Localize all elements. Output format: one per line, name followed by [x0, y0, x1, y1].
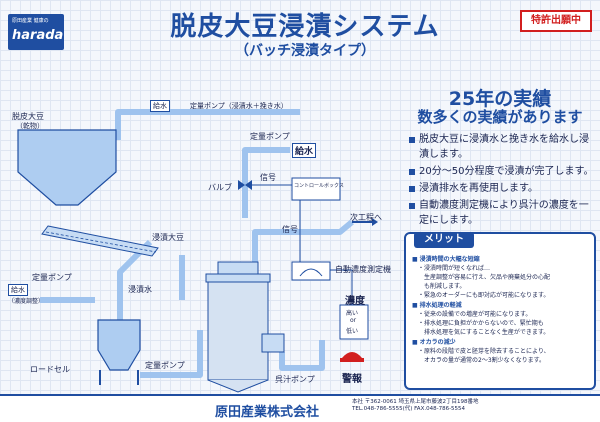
results-item: 20分～50分程度で浸漬が完了します。 [408, 164, 594, 179]
address-line: TEL.048-786-5555(代) FAX.048-786-5554 [352, 406, 466, 412]
label-soaked-soy: 浸漬大豆 [152, 233, 184, 242]
label-valve: バルブ [208, 183, 232, 192]
label-water-supply-top: 給水 [150, 100, 170, 112]
merit-line: ・緊急のオーダーにも即対応が可能になります。 [418, 292, 550, 299]
page-title: 脱皮大豆浸漬システム [170, 12, 440, 42]
merit-line: ・原料の段階で皮と胚芽を除去することにより、 [418, 348, 550, 355]
chute-trough [41, 225, 159, 257]
merit-title: 排水処理の軽減 [412, 301, 590, 310]
label-dehulled-soy: 脱皮大豆 [12, 112, 44, 121]
results-title: 25年の実績 [448, 88, 552, 110]
address-line: 本社 〒362-0061 埼玉県上尾市藤波2丁目198番地 [352, 399, 479, 405]
label-load-cell: ロードセル [30, 365, 70, 374]
merit-box: メリット 浸漬時間の大幅な短縮 ・浸漬時間が短くなれば… 生産調整が容易に行え、… [404, 232, 596, 390]
label-density-low: 低い [346, 328, 359, 335]
label-density: 濃度 [345, 296, 365, 307]
label-alarm: 警報 [342, 374, 362, 385]
label-water-supply-left: 給水 [8, 284, 28, 296]
footer: 原田産業株式会社 本社 〒362-0061 埼玉県上尾市藤波2丁目198番地 T… [0, 394, 600, 422]
label-metering-pump-mid: 定量ポンプ [250, 132, 290, 141]
merit-line: 排水処理を気にすることなく生産ができます。 [418, 329, 550, 336]
label-water-supply-left-sub: （濃度調整） [8, 298, 45, 305]
company-address: 本社 〒362-0061 埼玉県上尾市藤波2丁目198番地 TEL.048-78… [352, 399, 592, 413]
pipe-slurry [279, 340, 325, 371]
patent-badge: 特許出願中 [520, 10, 592, 32]
merit-body: 浸漬時間の大幅な短縮 ・浸漬時間が短くなれば… 生産調整が容易に行え、欠品や廃棄… [412, 254, 590, 365]
label-signal-top: 信号 [260, 173, 276, 182]
label-water-supply-mid: 給水 [292, 143, 317, 158]
merit-line: ・従来の設備での増産が可能になります。 [418, 311, 532, 318]
label-density-high: 高い [346, 310, 359, 317]
merit-heading: メリット [414, 232, 474, 248]
results-item: 浸漬排水を再使用します。 [408, 181, 594, 196]
logo-name: harada [12, 28, 64, 43]
density-meter [291, 261, 331, 281]
merit-line: ・排水処理に負担がかからないので、緊忙期も [418, 320, 544, 327]
merit-title: 浸漬時間の大幅な短縮 [412, 255, 590, 264]
chute-slats [45, 231, 157, 253]
company-name: 原田産業株式会社 [215, 405, 320, 420]
signal-line-density [330, 269, 353, 305]
label-metering-pump-bottom: 定量ポンプ [145, 361, 185, 370]
label-metering-pump-top: 定量ポンプ（浸漬水＋挽き水） [190, 102, 288, 110]
results-item: 脱皮大豆に浸漬水と挽き水を給水し浸漬します。 [408, 132, 594, 162]
soy-hopper [17, 129, 117, 206]
pipes [40, 109, 354, 378]
label-signal-mid: 信号 [282, 225, 298, 234]
company-logo: 原田産業 健康の harada [8, 14, 64, 50]
pipe-bottom [140, 330, 203, 378]
merit-line: 生産調整が容易に行え、欠品や廃棄処分の心配 [418, 274, 551, 281]
label-control-box: コントロールボックス [294, 183, 344, 189]
label-next-process: 次工程へ [350, 213, 382, 222]
pipe-next [252, 219, 354, 265]
merit-line: ・浸漬時間が短くなれば… [418, 265, 491, 272]
slurry-tank [261, 333, 285, 353]
label-metering-pump-left: 定量ポンプ [32, 273, 72, 282]
next-arrowhead-icon [372, 218, 378, 226]
grinder-top [217, 261, 259, 275]
label-auto-density: 自動濃度測定機 [335, 265, 391, 274]
pipe-right-supply [242, 147, 290, 218]
main-tank [207, 281, 269, 381]
valve-icon [238, 180, 252, 190]
results-list: 脱皮大豆に浸漬水と挽き水を給水し浸漬します。 20分～50分程度で浸漬が完了しま… [408, 132, 594, 230]
density-gauge-icon [299, 268, 323, 277]
results-item: 自動濃度測定機により呉汁の濃度を一定にします。 [408, 198, 594, 228]
soak-tank-left [97, 319, 141, 371]
alarm-lamp-icon [342, 352, 362, 358]
results-subtitle: 数多くの実績があります [417, 108, 583, 126]
density-box [339, 304, 369, 340]
label-soak-water: 浸漬水 [128, 285, 152, 294]
merit-title: オカラの減少 [412, 338, 590, 347]
page-subtitle: （バッチ浸漬タイプ） [235, 43, 375, 59]
control-box [291, 177, 341, 201]
label-density-or: or [350, 317, 357, 324]
merit-line: オカラの量が通常の2～3割少なくなります。 [418, 357, 546, 364]
logo-tagline: 原田産業 健康の [12, 18, 49, 24]
grinder-lip [205, 273, 271, 283]
label-slurry-pump: 呉汁ポンプ [275, 375, 315, 384]
merit-line: も削減します。 [418, 283, 466, 290]
label-dehulled-soy-sub: （乾物） [16, 122, 44, 130]
signal-lines [252, 184, 353, 305]
main-tank-base [207, 379, 269, 393]
pipe-top-supply [115, 109, 300, 140]
alarm-lamp-base [340, 358, 364, 362]
